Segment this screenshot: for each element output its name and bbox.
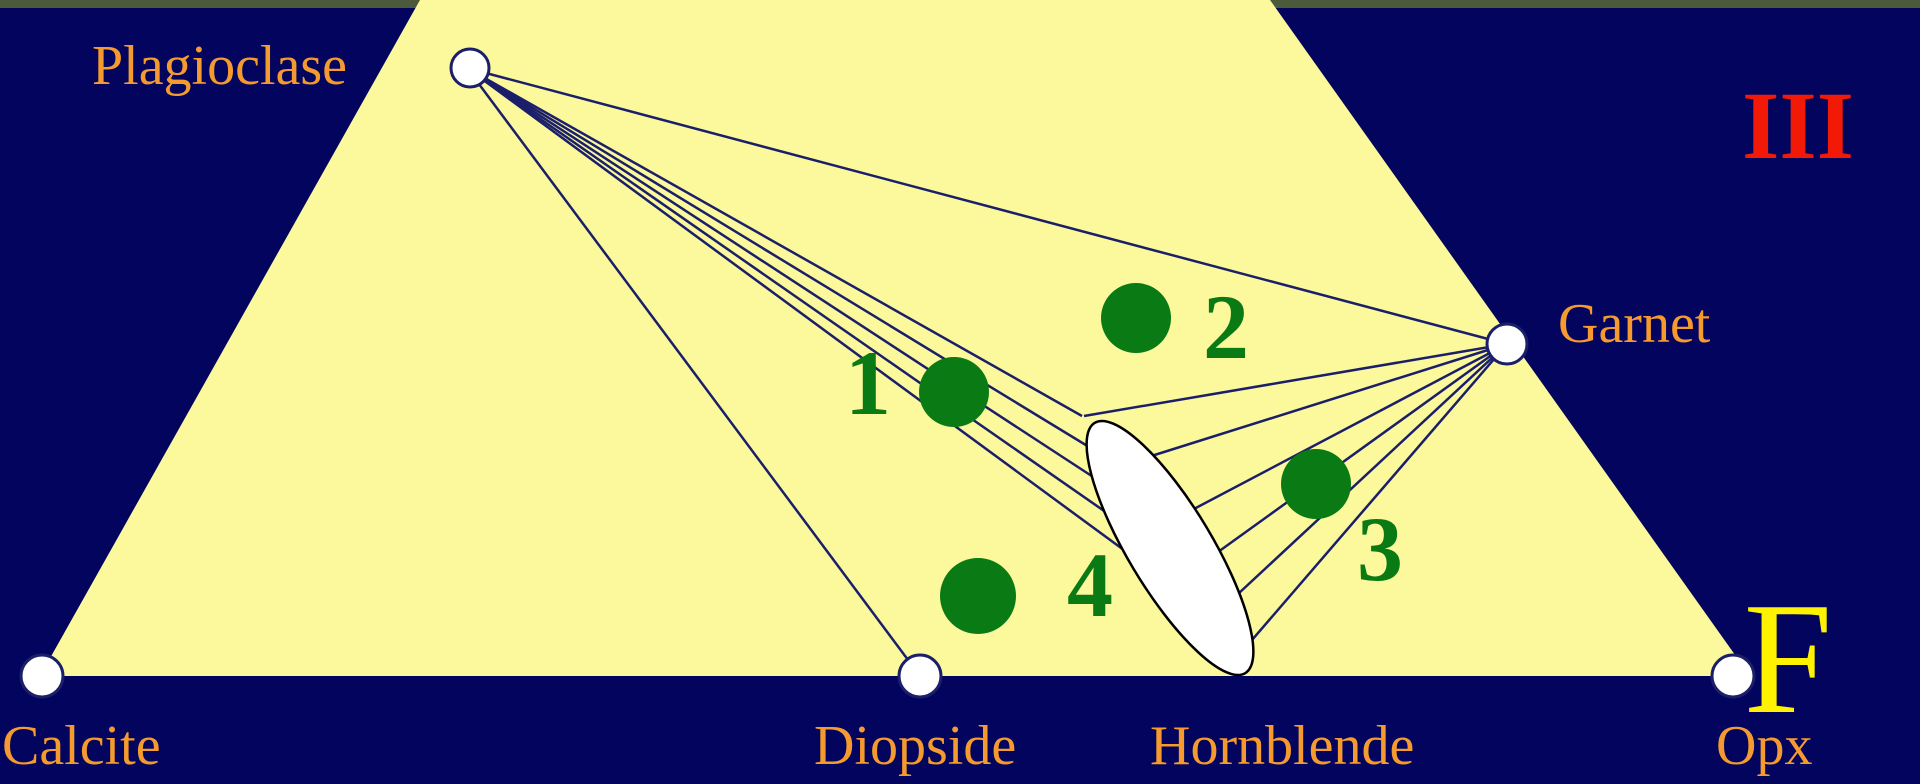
tie-line-plag-hornblende-5	[466, 66, 1133, 558]
calcite-node	[19, 653, 65, 699]
assemblage-label-2: 2	[1203, 276, 1249, 378]
assemblage-point-4	[940, 558, 1016, 634]
assemblage-labels: 1 2 3 4	[845, 276, 1403, 636]
garnet-node	[1485, 322, 1529, 366]
tie-line-plag-hornblende-4	[466, 66, 1121, 524]
tie-line-garnet-hornblende-4	[1217, 342, 1508, 554]
tie-line-plag-garnet	[466, 66, 1508, 346]
garnet-tie-lines	[1083, 342, 1508, 641]
tie-line-garnet-hornblende-2	[1144, 342, 1508, 460]
mineral-labels: Plagioclase Garnet Calcite Diopside Horn…	[2, 35, 1812, 777]
plagioclase-node	[449, 47, 491, 89]
tie-line-garnet-hornblende-5	[1237, 343, 1508, 595]
hornblende-ellipse	[1085, 419, 1255, 677]
assemblage-point-2	[1101, 283, 1171, 353]
diopside-label: Diopside	[814, 715, 1016, 777]
plagioclase-label: Plagioclase	[92, 35, 347, 97]
tie-line-plag-hornblende-3	[466, 66, 1108, 488]
corner-label: F	[1744, 569, 1833, 747]
diopside-node	[897, 653, 943, 699]
facies-label: III	[1742, 72, 1854, 179]
assemblage-points	[919, 283, 1351, 634]
tie-line-garnet-hornblende-6	[1251, 343, 1508, 641]
hornblende-label: Hornblende	[1150, 715, 1414, 777]
calcite-label: Calcite	[2, 715, 161, 777]
garnet-label: Garnet	[1558, 293, 1711, 355]
tie-line-garnet-hornblende-1	[1083, 342, 1508, 418]
plagioclase-tie-lines	[465, 66, 1508, 677]
assemblage-label-4: 4	[1067, 534, 1113, 636]
tie-line-plag-hornblende-2	[466, 66, 1095, 452]
assemblage-label-1: 1	[845, 332, 891, 434]
assemblage-point-1	[919, 357, 989, 427]
opx-node	[1710, 653, 1756, 699]
mineral-nodes	[19, 47, 1756, 699]
tie-line-plag-diopside	[465, 67, 922, 677]
assemblage-label-3: 3	[1357, 498, 1403, 600]
assemblage-point-3	[1281, 449, 1351, 519]
tie-line-garnet-hornblende-3	[1191, 342, 1508, 512]
tie-line-plag-hornblende-1	[466, 66, 1083, 418]
opx-label: Opx	[1716, 715, 1812, 777]
